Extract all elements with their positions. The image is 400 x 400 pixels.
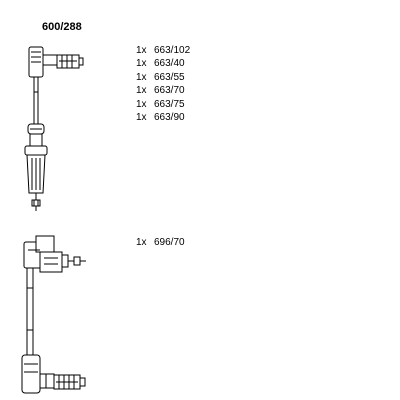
parts-list-item: 1x 663/90	[136, 111, 190, 124]
parts-list-item: 1x 696/70	[136, 236, 185, 249]
plug-lead-type-2	[21, 235, 86, 394]
terminal-clip-bottom	[31, 199, 41, 211]
parts-list-group-1: 1x 663/102 1x 663/40 1x 663/55 1x 663/70 1x 6…	[136, 44, 190, 124]
quantity: 1x	[136, 71, 147, 83]
quantity: 1x	[136, 85, 147, 97]
parts-list-item: 1x 663/70	[136, 84, 190, 97]
part-number: 663/40	[154, 58, 185, 70]
quantity: 1x	[136, 237, 147, 248]
part-number: 696/70	[154, 237, 185, 248]
plug-lead-type-1	[24, 46, 84, 211]
parts-list-item: 1x 663/102	[136, 44, 190, 57]
angled-housing-top	[23, 235, 86, 273]
quantity: 1x	[136, 111, 147, 123]
angled-housing-bottom	[21, 354, 55, 394]
part-number: 663/102	[154, 45, 191, 56]
terminal-connector-top	[56, 54, 84, 69]
part-number: 663/70	[154, 85, 185, 97]
parts-list-group-2: 1x 696/70	[136, 236, 185, 249]
spark-plug-boot	[24, 133, 48, 200]
angled-boot-top	[28, 46, 58, 78]
parts-list-item: 1x 663/40	[136, 57, 190, 70]
quantity: 1x	[136, 58, 147, 70]
parts-list-item: 1x 663/75	[136, 98, 190, 111]
quantity: 1x	[136, 45, 147, 56]
part-number: 663/75	[154, 98, 185, 110]
kit-number: 600/288	[42, 21, 82, 33]
terminal-connector-bottom	[53, 374, 86, 390]
parts-list-item: 1x 663/55	[136, 71, 190, 84]
part-number: 663/55	[154, 71, 185, 83]
part-number: 663/90	[154, 111, 185, 123]
quantity: 1x	[136, 98, 147, 110]
boot-collar	[27, 123, 45, 135]
